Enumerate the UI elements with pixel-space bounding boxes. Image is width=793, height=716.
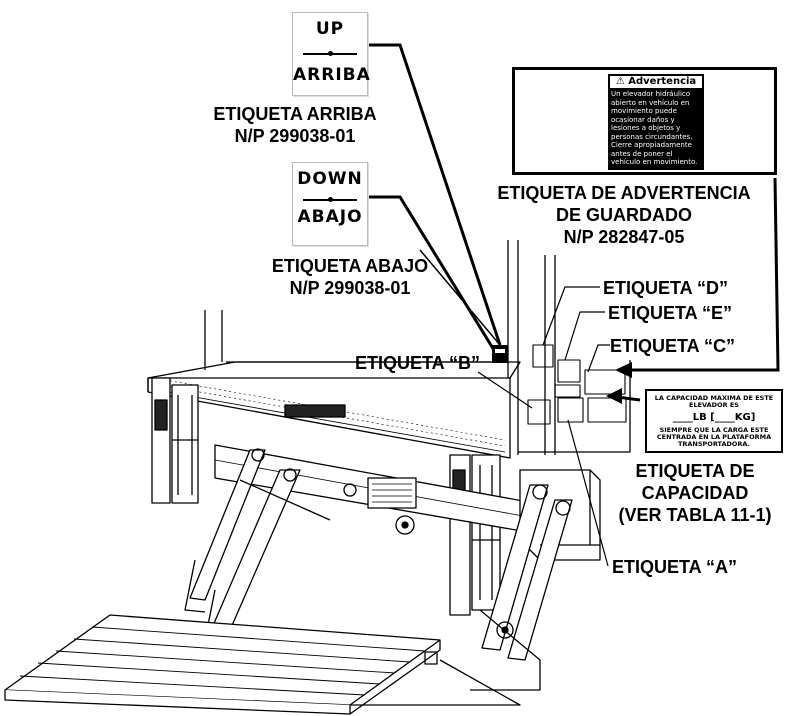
- capacity-decal-line1: LA CAPACIDAD MAXIMA DE ESTE ELEVADOR ES: [654, 394, 774, 409]
- label-down-pn: N/P 299038-01: [289, 278, 411, 298]
- label-down-name: ETIQUETA ABAJO: [271, 256, 429, 276]
- leader-a: [567, 419, 609, 567]
- warning-heading: Advertencia: [628, 76, 697, 87]
- label-down: ETIQUETA ABAJO N/P 299038-01: [250, 255, 450, 299]
- label-up: ETIQUETA ARRIBA N/P 299038-01: [195, 103, 395, 147]
- warning-decal: ⚠ Advertencia Un elevador hidráulico abi…: [512, 67, 777, 175]
- right-upright: [449, 454, 501, 616]
- warning-text-panel: ⚠ Advertencia Un elevador hidráulico abi…: [608, 74, 704, 170]
- down-decal-bottom: ABAJO: [297, 207, 363, 227]
- switch-box: [492, 345, 508, 363]
- platform-top-bar: [147, 361, 521, 459]
- up-decal-bottom: ARRIBA: [293, 65, 371, 85]
- label-d: ETIQUETA “D”: [603, 278, 728, 298]
- down-decal-top: DOWN: [297, 169, 363, 189]
- crossbeam: [214, 444, 546, 536]
- label-warning: ETIQUETA DE ADVERTENCIA DE GUARDADO N/P …: [468, 182, 780, 248]
- leader-e: [564, 311, 605, 361]
- capacity-decal: LA CAPACIDAD MAXIMA DE ESTE ELEVADOR ES …: [645, 389, 783, 453]
- label-warning-line2: DE GUARDADO: [555, 205, 692, 225]
- up-decal: UP ARRIBA: [292, 12, 371, 96]
- label-up-name: ETIQUETA ARRIBA: [213, 104, 377, 124]
- label-capacity: ETIQUETA DE CAPACIDAD (VER TABLA 11-1): [600, 460, 790, 526]
- warning-body: Un elevador hidráulico abierto en vehícu…: [611, 90, 698, 166]
- label-up-pn: N/P 299038-01: [234, 126, 356, 146]
- leader-lines: [366, 43, 780, 567]
- capacity-decal-line3: SIEMPRE QUE LA CARGA ESTE CENTRADA EN LA…: [656, 426, 772, 448]
- label-warning-pn: N/P 282847-05: [563, 227, 685, 247]
- leader-d: [542, 286, 600, 346]
- up-decal-top: UP: [315, 19, 345, 39]
- label-a: ETIQUETA “A”: [612, 557, 737, 577]
- label-capacity-line1: ETIQUETA DE: [635, 461, 755, 481]
- leader-b: [477, 371, 533, 409]
- capacity-decal-line2: ____LB [____KG]: [672, 412, 756, 423]
- leader-c: [587, 344, 610, 373]
- arrowhead-capacity: [606, 388, 622, 404]
- warning-triangle-icon: ⚠: [615, 76, 625, 87]
- leader-warning: [630, 177, 780, 372]
- label-capacity-line3: (VER TABLA 11-1): [618, 505, 772, 525]
- label-c: ETIQUETA “C”: [610, 336, 735, 356]
- left-upright: [151, 377, 199, 504]
- label-capacity-line2: CAPACIDAD: [641, 483, 749, 503]
- platform-floor: [4, 614, 441, 715]
- arrowhead-warning: [615, 362, 632, 378]
- right-lift-arms: [350, 484, 573, 706]
- label-warning-line1: ETIQUETA DE ADVERTENCIA: [497, 183, 751, 203]
- label-e: ETIQUETA “E”: [608, 303, 733, 323]
- label-b: ETIQUETA “B”: [355, 353, 480, 373]
- body-decal-slots: [527, 344, 627, 425]
- up-decal-dot: [327, 51, 333, 56]
- leader-up: [366, 43, 502, 346]
- leader-down-label: [419, 249, 501, 346]
- down-decal: DOWN ABAJO: [292, 162, 368, 246]
- down-decal-dot: [327, 197, 333, 202]
